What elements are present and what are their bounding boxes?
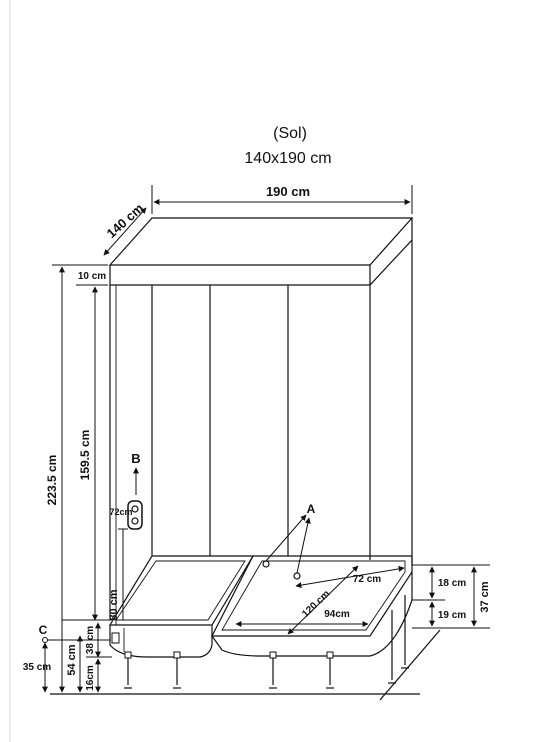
shower-tray bbox=[211, 555, 413, 689]
marker-a: A bbox=[307, 502, 316, 516]
bathtub bbox=[108, 555, 255, 689]
drain-icon bbox=[262, 560, 270, 568]
bath-height-label: 80 cm bbox=[108, 589, 120, 620]
marker-b: B bbox=[131, 451, 140, 466]
marker-c-point bbox=[42, 637, 48, 643]
width-label: 190 cm bbox=[266, 184, 310, 199]
cabin-structure bbox=[108, 217, 414, 625]
depth-dimension: 140 cm bbox=[104, 200, 147, 256]
width-dimension: 190 cm bbox=[151, 184, 413, 214]
height-dimensions: 223.5 cm 10 cm 159.5 cm 80 cm 54 cm 38 c… bbox=[23, 264, 120, 693]
right-37-label: 37 cm bbox=[479, 581, 491, 612]
title-line-2: 140x190 cm bbox=[244, 150, 331, 167]
drain-icon bbox=[293, 572, 301, 580]
seat-94-label: 94cm bbox=[324, 609, 350, 620]
seat-72-label: 72 cm bbox=[353, 574, 381, 585]
control-panel: B 72cm bbox=[109, 451, 143, 620]
control-72-label: 72cm bbox=[109, 507, 132, 517]
floor-corner-line bbox=[379, 629, 441, 701]
tray-rim bbox=[211, 555, 413, 637]
depth-label: 140 cm bbox=[104, 200, 147, 241]
marker-c: C bbox=[39, 623, 48, 637]
tray-dimensions: 72 cm 120 cm 94cm bbox=[235, 565, 405, 635]
title-line-1: (Sol) bbox=[273, 125, 307, 142]
cabin-roof bbox=[108, 217, 414, 266]
side-54-label: 54 cm bbox=[66, 644, 78, 675]
right-19-label: 19 cm bbox=[438, 610, 466, 621]
right-18-label: 18 cm bbox=[438, 578, 466, 589]
marker-a-group: A bbox=[265, 502, 316, 574]
wall-height-label: 159.5 cm bbox=[78, 430, 92, 481]
side-35-label: 35 cm bbox=[23, 662, 51, 673]
control-panel-icon bbox=[127, 500, 143, 530]
side-16-label: 16cm bbox=[85, 665, 96, 691]
roof-band bbox=[109, 218, 413, 286]
top-band-label: 10 cm bbox=[78, 271, 106, 282]
bathtub-feet bbox=[124, 651, 181, 689]
right-dimensions: 18 cm 19 cm 37 cm bbox=[412, 564, 491, 629]
bathtub-rim bbox=[108, 555, 255, 626]
tray-body bbox=[211, 572, 413, 657]
total-height-label: 223.5 cm bbox=[45, 455, 59, 506]
